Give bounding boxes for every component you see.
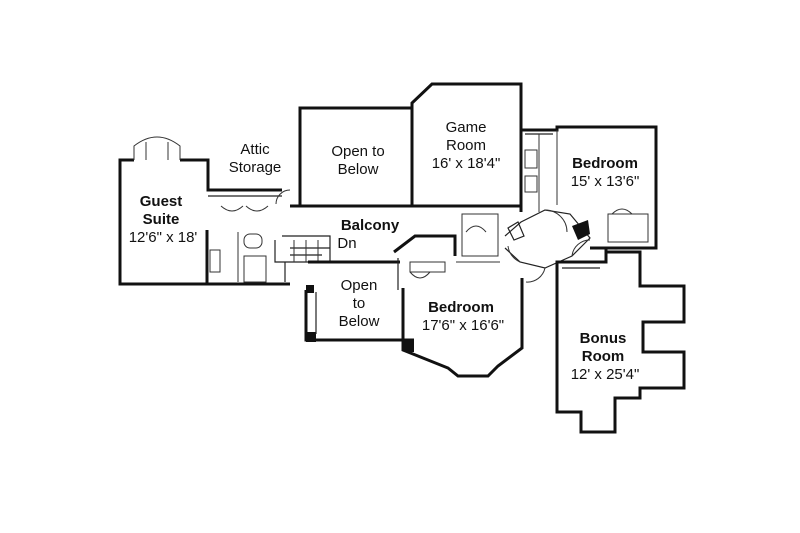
guest-suite-walls: [118, 136, 291, 286]
bonus-room-size: 12' x 25'4": [571, 366, 640, 383]
bedroom-right-name: Bedroom: [572, 155, 638, 172]
guest-suite-name-2: Suite: [143, 211, 180, 228]
attic-line-1: Attic: [240, 141, 270, 158]
guest-suite-name-1: Guest: [140, 193, 183, 210]
open-upper-line-2: Below: [338, 161, 379, 178]
open-upper-line-1: Open to: [331, 143, 384, 160]
open-lower-line-2: to: [353, 295, 366, 312]
attic-line-2: Storage: [229, 159, 282, 176]
bedroom-right-size: 15' x 13'6": [571, 173, 640, 190]
game-room-name-1: Game: [446, 119, 487, 136]
open-lower-line-3: Below: [339, 313, 380, 330]
balcony-walls: [274, 204, 520, 282]
guest-suite-size: 12'6" x 18': [129, 229, 198, 246]
bonus-room-name-1: Bonus: [580, 330, 627, 347]
bedroom-center-name: Bedroom: [428, 299, 494, 316]
bedroom-center-walls: [393, 213, 524, 378]
bonus-room-name-2: Room: [582, 348, 625, 365]
game-room-walls: [410, 82, 523, 212]
open-lower-line-1: Open: [341, 277, 378, 294]
bedroom-center-size: 17'6" x 16'6": [422, 317, 504, 334]
hall-hub: [504, 209, 591, 283]
game-room-size: 16' x 18'4": [432, 155, 501, 172]
game-room-name-2: Room: [446, 137, 486, 154]
stair-down-label: Dn: [337, 235, 356, 252]
bonus-room-walls: [555, 246, 686, 434]
room-labels: Game Room 16' x 18'4" Open to Below Bedr…: [129, 119, 640, 383]
open-to-below-lower-walls: [304, 260, 414, 352]
open-to-below-upper-walls: [298, 106, 414, 206]
bedroom-right-walls: [521, 125, 658, 250]
balcony-name: Balcony: [341, 217, 400, 234]
